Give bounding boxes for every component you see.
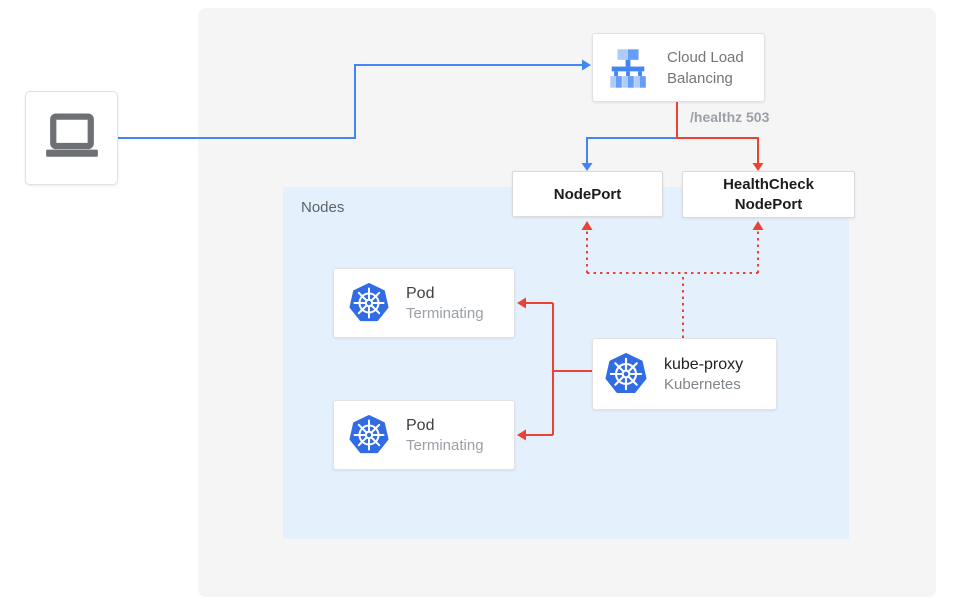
kubernetes-icon — [605, 353, 647, 394]
pod-title: Pod — [406, 416, 435, 434]
nodes-region-label: Nodes — [301, 199, 345, 216]
laptop-icon — [45, 113, 98, 157]
healthz-status-label: /healthz 503 — [690, 109, 770, 125]
healthcheck-nodeport-label: HealthCheck NodePort — [723, 175, 814, 213]
pod-title: Pod — [406, 284, 435, 302]
kubernetes-icon — [349, 415, 389, 454]
healthcheck-nodeport-node: HealthCheck NodePort — [682, 171, 855, 218]
nodeport-label: NodePort — [553, 185, 622, 203]
kubernetes-icon — [349, 283, 389, 322]
kube-proxy-subtitle: Kubernetes — [664, 375, 741, 393]
load-balancer-icon — [610, 48, 646, 88]
nodeport-node: NodePort — [512, 171, 663, 217]
cloud-load-balancing-node: Cloud Load Balancing — [592, 33, 765, 102]
pod-node-2: Pod Terminating — [333, 400, 515, 470]
client-node — [25, 91, 118, 185]
pod-status: Terminating — [406, 304, 484, 322]
clb-label: Cloud Load Balancing — [667, 48, 744, 87]
kube-proxy-node: kube-proxy Kubernetes — [592, 338, 777, 410]
kube-proxy-title: kube-proxy — [664, 355, 744, 373]
pod-node-1: Pod Terminating — [333, 268, 515, 338]
pod-status: Terminating — [406, 436, 484, 454]
